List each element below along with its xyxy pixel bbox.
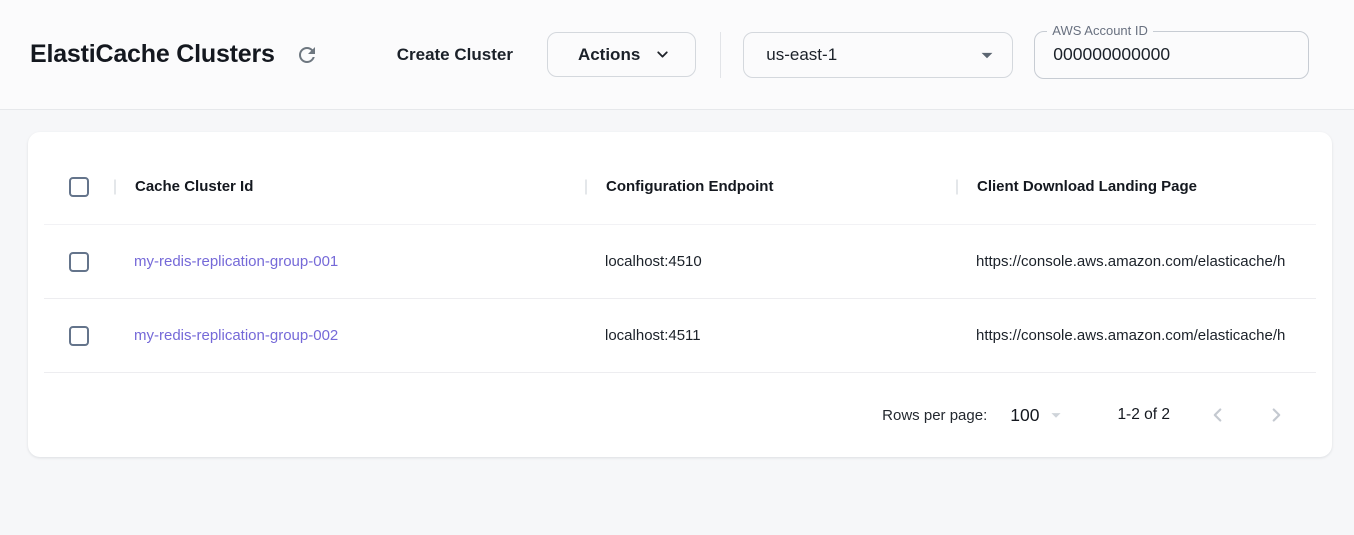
- refresh-button[interactable]: [293, 41, 321, 69]
- cluster-id-link[interactable]: my-redis-replication-group-001: [134, 253, 339, 270]
- rows-per-page-value: 100: [1010, 404, 1040, 425]
- footer-divider: [44, 372, 1316, 373]
- create-cluster-button[interactable]: Create Cluster: [396, 44, 513, 64]
- rows-per-page-label: Rows per page:: [882, 406, 988, 424]
- column-header-client-download-landing-page[interactable]: Client Download Landing Page: [956, 178, 1332, 195]
- refresh-icon: [295, 43, 319, 67]
- chevron-left-icon: [1207, 404, 1229, 426]
- table-row: my-redis-replication-group-002 localhost…: [28, 299, 1332, 372]
- toolbar-divider: [720, 31, 722, 78]
- table-header-row: Cache Cluster Id Configuration Endpoint …: [28, 149, 1332, 224]
- select-all-checkbox[interactable]: [69, 176, 89, 197]
- rows-per-page-select[interactable]: 100: [1010, 404, 1067, 426]
- region-select-value: us-east-1: [766, 44, 838, 64]
- actions-button-label: Actions: [577, 44, 641, 64]
- header-checkbox-cell: [28, 176, 114, 197]
- table-row: my-redis-replication-group-001 localhost…: [28, 225, 1332, 298]
- aws-account-id-input[interactable]: [1035, 44, 1309, 65]
- column-header-cache-cluster-id[interactable]: Cache Cluster Id: [114, 178, 585, 195]
- cluster-id-link[interactable]: my-redis-replication-group-002: [134, 327, 339, 344]
- page-title: ElastiCache Clusters: [30, 40, 275, 68]
- caret-down-icon: [1045, 404, 1067, 426]
- header-divider: [44, 224, 1316, 225]
- pagination-bar: Rows per page: 100 1-2 of 2: [28, 373, 1332, 457]
- caret-down-icon: [974, 42, 1000, 68]
- row-divider: [44, 298, 1316, 299]
- row-checkbox[interactable]: [69, 251, 89, 272]
- configuration-endpoint-cell: localhost:4511: [605, 327, 701, 344]
- chevron-down-icon: [654, 46, 671, 63]
- landing-page-cell: https://console.aws.amazon.com/elasticac…: [976, 253, 1286, 270]
- actions-button[interactable]: Actions: [546, 32, 697, 77]
- chevron-right-icon: [1265, 404, 1287, 426]
- next-page-button[interactable]: [1256, 395, 1296, 435]
- landing-page-cell: https://console.aws.amazon.com/elasticac…: [976, 327, 1286, 344]
- region-select[interactable]: us-east-1: [743, 31, 1014, 78]
- column-header-configuration-endpoint[interactable]: Configuration Endpoint: [585, 178, 956, 195]
- pagination-range-label: 1-2 of 2: [1117, 406, 1170, 423]
- clusters-table-card: Cache Cluster Id Configuration Endpoint …: [28, 132, 1332, 457]
- configuration-endpoint-cell: localhost:4510: [605, 253, 702, 270]
- aws-account-id-field: AWS Account ID: [1034, 22, 1310, 79]
- row-checkbox-cell: [28, 325, 114, 346]
- previous-page-button[interactable]: [1198, 395, 1238, 435]
- row-checkbox-cell: [28, 251, 114, 272]
- top-bar: ElastiCache Clusters Create Cluster Acti…: [0, 0, 1354, 110]
- row-checkbox[interactable]: [69, 325, 89, 346]
- aws-account-id-label: AWS Account ID: [1047, 22, 1153, 38]
